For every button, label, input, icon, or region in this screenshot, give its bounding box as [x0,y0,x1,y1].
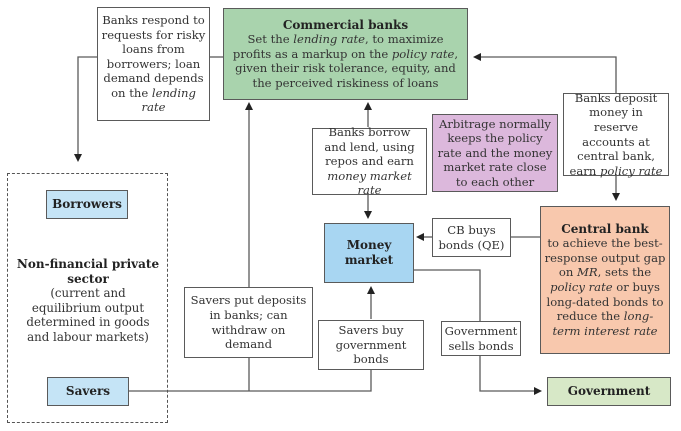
link-gov-sells-to-gov [479,355,542,395]
commercial-banks-box: Commercial banks Set the lending rate, t… [223,8,468,100]
banks-respond-text: Banks respond to requests for risky loan… [101,13,206,115]
savers-deposits-box: Savers put deposits in banks; can withdr… [184,287,313,358]
borrowers-box: Borrowers [46,190,128,219]
banks-borrow-box: Banks borrow and lend, using repos and e… [312,125,427,198]
text-italic: policy rate [599,163,663,178]
non-financial-sector-label: Non-financial private sector (current an… [14,257,162,345]
savers-buy-bonds-text: Savers buy government bonds [335,323,407,367]
central-bank-text: to achieve the best-response output gap … [544,236,666,338]
savers-buy-bonds-box: Savers buy government bonds [318,320,424,370]
gov-sells-bonds-text: Government sells bonds [444,323,518,353]
cb-buys-bonds-text: CB buys bonds (QE) [438,222,505,252]
banks-borrow-text: Banks borrow and lend, using repos and e… [316,125,423,198]
arbitrage-text: Arbitrage normally keeps the policy rate… [437,116,553,189]
arbitrage-box: Arbitrage normally keeps the policy rate… [432,114,558,192]
cb-buys-bonds-box: CB buys bonds (QE) [432,218,511,257]
central-bank-box: Central bank to achieve the best-respons… [540,206,670,354]
commercial-banks-text: Set the lending rate, to maximize profit… [227,32,464,90]
central-bank-title: Central bank [561,221,649,236]
text-part: , sets the [597,265,652,280]
banks-respond-box: Banks respond to requests for risky loan… [97,7,210,121]
gov-sells-bonds-box: Government sells bonds [441,321,521,356]
savers-box: Savers [47,377,129,406]
non-financial-sector-title: Non-financial private sector [16,257,160,286]
non-financial-sector-text: (current and equilibrium output determin… [26,286,150,344]
text-part: or buys long-dated bonds to reduce the [546,280,664,324]
savers-title: Savers [65,384,111,399]
text-part: Banks deposit money in reserve accounts … [569,90,658,178]
government-box: Government [547,377,671,406]
text-italic: lending rate [293,32,365,47]
text-part: , given their risk tolerance, equity, an… [235,46,459,90]
link-mm-to-gov-sells [414,269,481,322]
text-italic: policy rate [391,46,455,61]
text-part: , to maximize profits as a markup on the [232,32,444,61]
text-italic: long-term interest rate [552,309,658,338]
text-italic: lending rate [141,85,196,115]
text-part: Set the [247,32,294,47]
government-title: Government [567,384,651,399]
borrowers-title: Borrowers [52,197,122,212]
banks-deposit-box: Banks deposit money in reserve accounts … [563,91,669,179]
commercial-banks-title: Commercial banks [282,17,409,32]
text-italic: MR [577,265,598,280]
text-part: to achieve the best-response output gap … [544,236,666,280]
text-part: Banks respond to requests for risky loan… [101,12,206,100]
text-italic: policy rate [550,280,613,294]
non-financial-sector-region [7,173,168,423]
savers-deposits-text: Savers put deposits in banks; can withdr… [190,293,307,352]
money-market-title: Money market [344,238,394,267]
banks-deposit-text: Banks deposit money in reserve accounts … [567,91,665,179]
text-italic: money market rate [327,168,412,198]
link-deposit-to-commercial [473,53,617,94]
money-market-box: Money market [324,223,414,283]
text-part: Banks borrow and lend, using repos and e… [324,125,415,169]
link-banks-respond-to-borrowers [74,56,97,162]
